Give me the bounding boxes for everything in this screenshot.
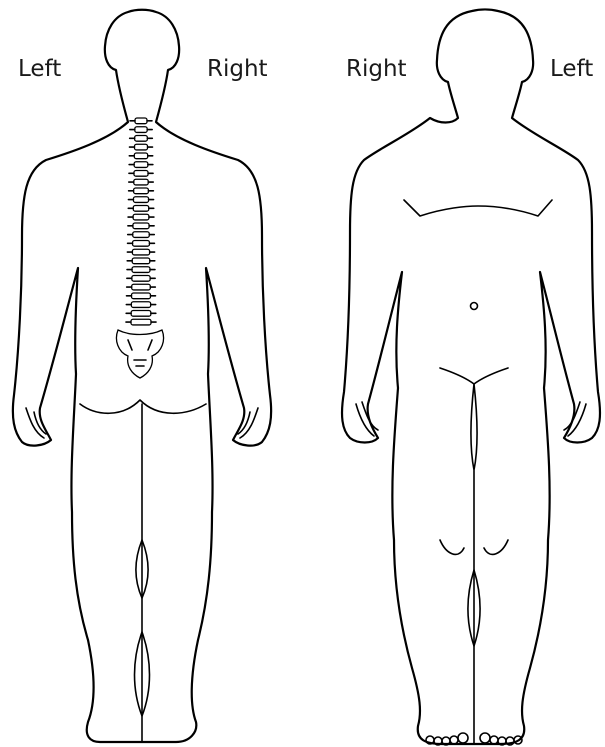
vertebra (133, 232, 150, 238)
back-view-figure (13, 10, 271, 742)
spine (126, 118, 156, 325)
vertebra (133, 223, 149, 229)
chest-line (404, 200, 552, 216)
vertebra (133, 206, 149, 212)
vertebra (133, 214, 149, 220)
right-knee (440, 540, 464, 554)
vertebra (131, 319, 151, 325)
vertebra (135, 136, 148, 142)
vertebra (132, 276, 150, 282)
buttocks-line (80, 400, 206, 413)
vertebra (132, 293, 151, 299)
vertebra (131, 311, 151, 317)
vertebra (135, 127, 147, 133)
vertebra (132, 258, 150, 264)
vertebra (134, 179, 148, 185)
left-knee (484, 540, 508, 554)
vertebra (134, 153, 147, 159)
front-leg-split (471, 384, 477, 744)
vertebra (133, 241, 150, 247)
front-view-figure (342, 10, 600, 746)
vertebra (132, 249, 149, 255)
vertebra (132, 267, 150, 273)
groin-line (440, 368, 508, 384)
vertebra (133, 197, 148, 203)
vertebra (134, 188, 149, 194)
vertebra (132, 284, 151, 290)
navel (471, 303, 478, 310)
pelvis (116, 330, 163, 378)
vertebra (134, 171, 148, 177)
vertebra (131, 302, 150, 308)
vertebra (134, 162, 148, 168)
vertebra (134, 144, 147, 150)
vertebra (135, 118, 147, 124)
